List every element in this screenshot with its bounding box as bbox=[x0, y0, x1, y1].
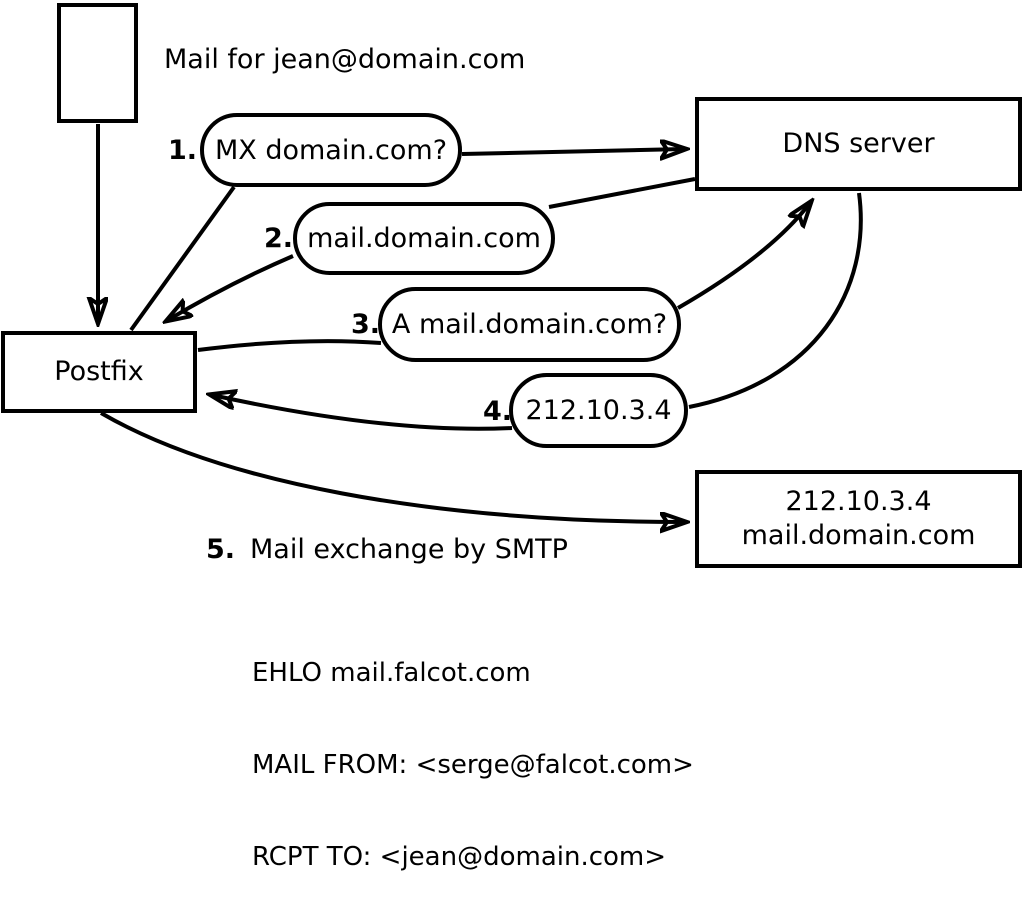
query-mx-pill: MX domain.com? bbox=[200, 113, 462, 187]
smtp-exchange-label: Mail exchange by SMTP bbox=[250, 534, 568, 565]
step-number-2: 2. bbox=[264, 223, 294, 254]
dns-server-node: DNS server bbox=[695, 97, 1022, 191]
smtp-session-transcript: EHLO mail.falcot.com MAIL FROM: <serge@f… bbox=[252, 597, 694, 919]
step-number-1: 1. bbox=[168, 135, 198, 166]
postfix-label: Postfix bbox=[54, 356, 144, 388]
line-postfix-to-q3 bbox=[197, 339, 382, 352]
query-a-pill: A mail.domain.com? bbox=[378, 287, 681, 362]
arrow-a4-to-postfix bbox=[212, 395, 513, 431]
query-mx-label: MX domain.com? bbox=[214, 134, 448, 166]
arrow-postfix-to-mailserver bbox=[99, 411, 684, 522]
step-number-4: 4. bbox=[483, 396, 513, 427]
dns-server-label: DNS server bbox=[782, 128, 935, 160]
step-number-5: 5. bbox=[206, 534, 236, 565]
mail-for-label: Mail for jean@domain.com bbox=[164, 44, 526, 75]
arrow-a2-to-postfix bbox=[168, 254, 294, 320]
smtp-line-mail-from: MAIL FROM: <serge@falcot.com> bbox=[252, 750, 694, 780]
answer-mx-pill: mail.domain.com bbox=[293, 202, 555, 275]
mail-server-ip: 212.10.3.4 bbox=[785, 486, 932, 517]
arrow-q3-to-dns bbox=[677, 203, 810, 310]
smtp-line-ehlo: EHLO mail.falcot.com bbox=[252, 658, 531, 688]
mail-server-node: 212.10.3.4 mail.domain.com bbox=[695, 470, 1022, 568]
answer-a-label: 212.10.3.4 bbox=[525, 395, 672, 426]
answer-a-pill: 212.10.3.4 bbox=[509, 373, 688, 448]
line-dns-to-a2 bbox=[548, 177, 696, 209]
query-a-label: A mail.domain.com? bbox=[391, 309, 668, 340]
answer-mx-label: mail.domain.com bbox=[307, 223, 541, 254]
arrow-q1-to-dns bbox=[461, 149, 684, 154]
mail-message-box bbox=[57, 3, 138, 123]
step-number-3: 3. bbox=[351, 309, 381, 340]
line-dns-to-a4 bbox=[688, 192, 863, 409]
line-postfix-to-q1 bbox=[129, 185, 236, 332]
smtp-line-rcpt-to: RCPT TO: <jean@domain.com> bbox=[252, 842, 667, 872]
postfix-node: Postfix bbox=[1, 331, 197, 413]
mail-server-hostname: mail.domain.com bbox=[741, 520, 976, 551]
